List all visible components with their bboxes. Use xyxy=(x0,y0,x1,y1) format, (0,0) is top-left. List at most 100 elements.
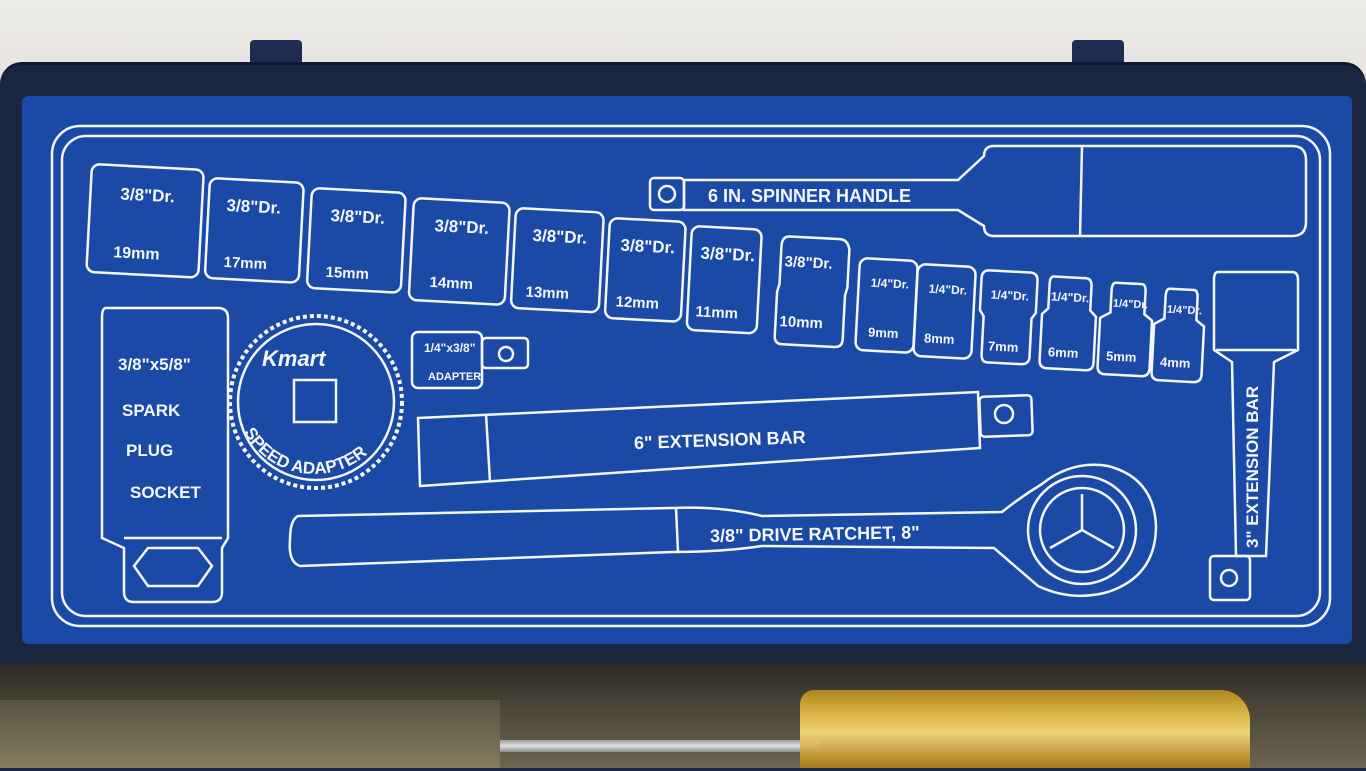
socket-38-15mm: 3/8"Dr. 15mm xyxy=(305,187,407,294)
socket-outline xyxy=(685,225,763,335)
socket-14-8mm: 1/4"Dr. 8mm xyxy=(912,263,977,360)
socket-size-label: 17mm xyxy=(223,254,267,273)
socket-outline xyxy=(305,187,407,294)
socket-14-7mm: 1/4"Dr. 7mm xyxy=(978,269,1039,366)
extension-bar-6-tip xyxy=(978,393,1034,439)
socket-drive-label: 3/8"Dr. xyxy=(532,226,587,248)
socket-drive-label: 1/4"Dr. xyxy=(1167,304,1203,318)
socket-38-12mm: 3/8"Dr. 12mm xyxy=(603,217,687,323)
socket-38-11mm: 3/8"Dr. 11mm xyxy=(685,225,763,335)
panel-background xyxy=(22,96,1352,644)
spinner-handle: 6 IN. SPINNER HANDLE xyxy=(648,144,1308,238)
spark-plug-hex xyxy=(132,546,214,588)
extension-bar-6-collar xyxy=(484,413,492,483)
socket-outline xyxy=(1096,281,1154,378)
spark-plug-line3: SOCKET xyxy=(130,483,201,502)
case-latch-right xyxy=(1072,40,1124,66)
socket-outline xyxy=(773,235,851,349)
spinner-handle-label: 6 IN. SPINNER HANDLE xyxy=(708,186,911,206)
socket-size-label: 5mm xyxy=(1106,348,1137,365)
socket-14-4mm: 1/4"Dr. 4mm xyxy=(1150,287,1206,384)
extension-bar-6-hole xyxy=(993,403,1015,425)
socket-38-13mm: 3/8"Dr. 13mm xyxy=(509,207,605,314)
speed-adapter-knurl xyxy=(228,314,404,490)
socket-outline xyxy=(407,197,511,306)
adapter-label: ADAPTER xyxy=(428,371,481,383)
spark-plug-outline xyxy=(100,306,230,604)
ratchet-body xyxy=(288,463,1158,598)
ratchet-label: 3/8" DRIVE RATCHET, 8" xyxy=(710,522,920,546)
socket-drive-label: 3/8"Dr. xyxy=(226,196,281,218)
socket-drive-label: 1/4"Dr. xyxy=(928,282,967,298)
spark-plug-line1: SPARK xyxy=(122,401,181,420)
screwdriver-shaft xyxy=(500,740,820,752)
socket-size-label: 13mm xyxy=(525,284,569,303)
case-latch-left xyxy=(250,40,302,66)
socket-drive-label: 3/8"Dr. xyxy=(620,236,675,258)
spark-plug-socket: 3/8"x5/8" SPARK PLUG SOCKET xyxy=(100,306,230,604)
adapter-size: 1/4"x3/8" xyxy=(424,341,475,355)
tray-sockets-blurred xyxy=(0,700,500,768)
spark-plug-line2: PLUG xyxy=(126,441,173,460)
screwdriver-handle xyxy=(800,690,1250,768)
socket-drive-label: 3/8"Dr. xyxy=(700,244,755,266)
socket-size-label: 14mm xyxy=(429,274,473,293)
ratchet-handle-divider xyxy=(674,507,680,553)
socket-drive-label: 1/4"Dr. xyxy=(1051,289,1090,305)
small-adapter: 1/4"x3/8" ADAPTER xyxy=(410,330,530,390)
socket-drive-label: 1/4"Dr. xyxy=(870,276,909,292)
extension-bar-6: 6" EXTENSION BAR xyxy=(416,390,1034,488)
socket-outline xyxy=(85,163,205,279)
socket-drive-label: 3/8"Dr. xyxy=(784,253,833,272)
socket-38-19mm: 3/8"Dr. 19mm xyxy=(85,163,205,279)
socket-outline xyxy=(603,217,687,323)
socket-size-label: 8mm xyxy=(924,330,955,347)
socket-drive-label: 1/4"Dr. xyxy=(990,288,1029,304)
socket-drive-label: 3/8"Dr. xyxy=(120,185,175,207)
socket-outline xyxy=(203,177,305,284)
socket-38-17mm: 3/8"Dr. 17mm xyxy=(203,177,305,284)
extension-bar-3-body xyxy=(1212,270,1300,558)
socket-size-label: 10mm xyxy=(779,313,823,332)
socket-outline xyxy=(1038,275,1098,372)
panel-inner-border xyxy=(60,134,1322,618)
spinner-handle-hole xyxy=(657,184,677,204)
spinner-handle-divider xyxy=(1078,145,1084,237)
socket-size-label: 12mm xyxy=(615,293,659,312)
brand-logo: Kmart xyxy=(262,346,327,371)
socket-14-5mm: 1/4"Dr. 5mm xyxy=(1096,281,1154,378)
socket-size-label: 9mm xyxy=(868,325,899,342)
socket-size-label: 6mm xyxy=(1048,344,1079,361)
extension-bar-3-label: 3" EXTENSION BAR xyxy=(1243,386,1262,548)
socket-drive-label: 3/8"Dr. xyxy=(434,216,489,238)
drive-ratchet: 3/8" DRIVE RATCHET, 8" xyxy=(288,463,1158,598)
socket-outline xyxy=(912,263,977,360)
panel-outer-border xyxy=(50,124,1332,628)
socket-size-label: 11mm xyxy=(695,303,738,322)
extension-bar-3-hole xyxy=(1219,568,1239,588)
ratchet-head-outer xyxy=(1026,474,1138,586)
speed-adapter-ring xyxy=(236,322,396,482)
socket-outline xyxy=(1150,287,1206,384)
socket-drive-label: 1/4"Dr. xyxy=(1113,298,1149,312)
ratchet-head-spokes xyxy=(1049,494,1115,550)
socket-14-6mm: 1/4"Dr. 6mm xyxy=(1038,275,1098,372)
socket-size-label: 7mm xyxy=(988,338,1019,355)
socket-size-label: 19mm xyxy=(113,244,160,263)
socket-size-label: 15mm xyxy=(325,264,369,283)
socket-38-10mm: 3/8"Dr. 10mm xyxy=(773,235,851,349)
socket-drive-label: 3/8"Dr. xyxy=(330,206,385,228)
adapter-hole xyxy=(497,345,515,363)
ratchet-head-inner xyxy=(1038,486,1126,574)
extension-bar-3-tip xyxy=(1208,554,1252,602)
spinner-handle-grip xyxy=(682,144,1308,238)
socket-size-label: 4mm xyxy=(1160,354,1191,371)
socket-38-14mm: 3/8"Dr. 14mm xyxy=(407,197,511,306)
socket-outline xyxy=(978,269,1039,366)
extension-bar-3: 3" EXTENSION BAR xyxy=(1208,270,1300,602)
tool-layout-panel: .ol { fill:none; stroke:#f4f6fb; stroke-… xyxy=(22,96,1352,644)
speed-adapter-square xyxy=(292,378,338,424)
socket-outline xyxy=(509,207,605,314)
extension-bar-6-body xyxy=(416,390,982,488)
adapter-square-drive xyxy=(480,336,530,370)
